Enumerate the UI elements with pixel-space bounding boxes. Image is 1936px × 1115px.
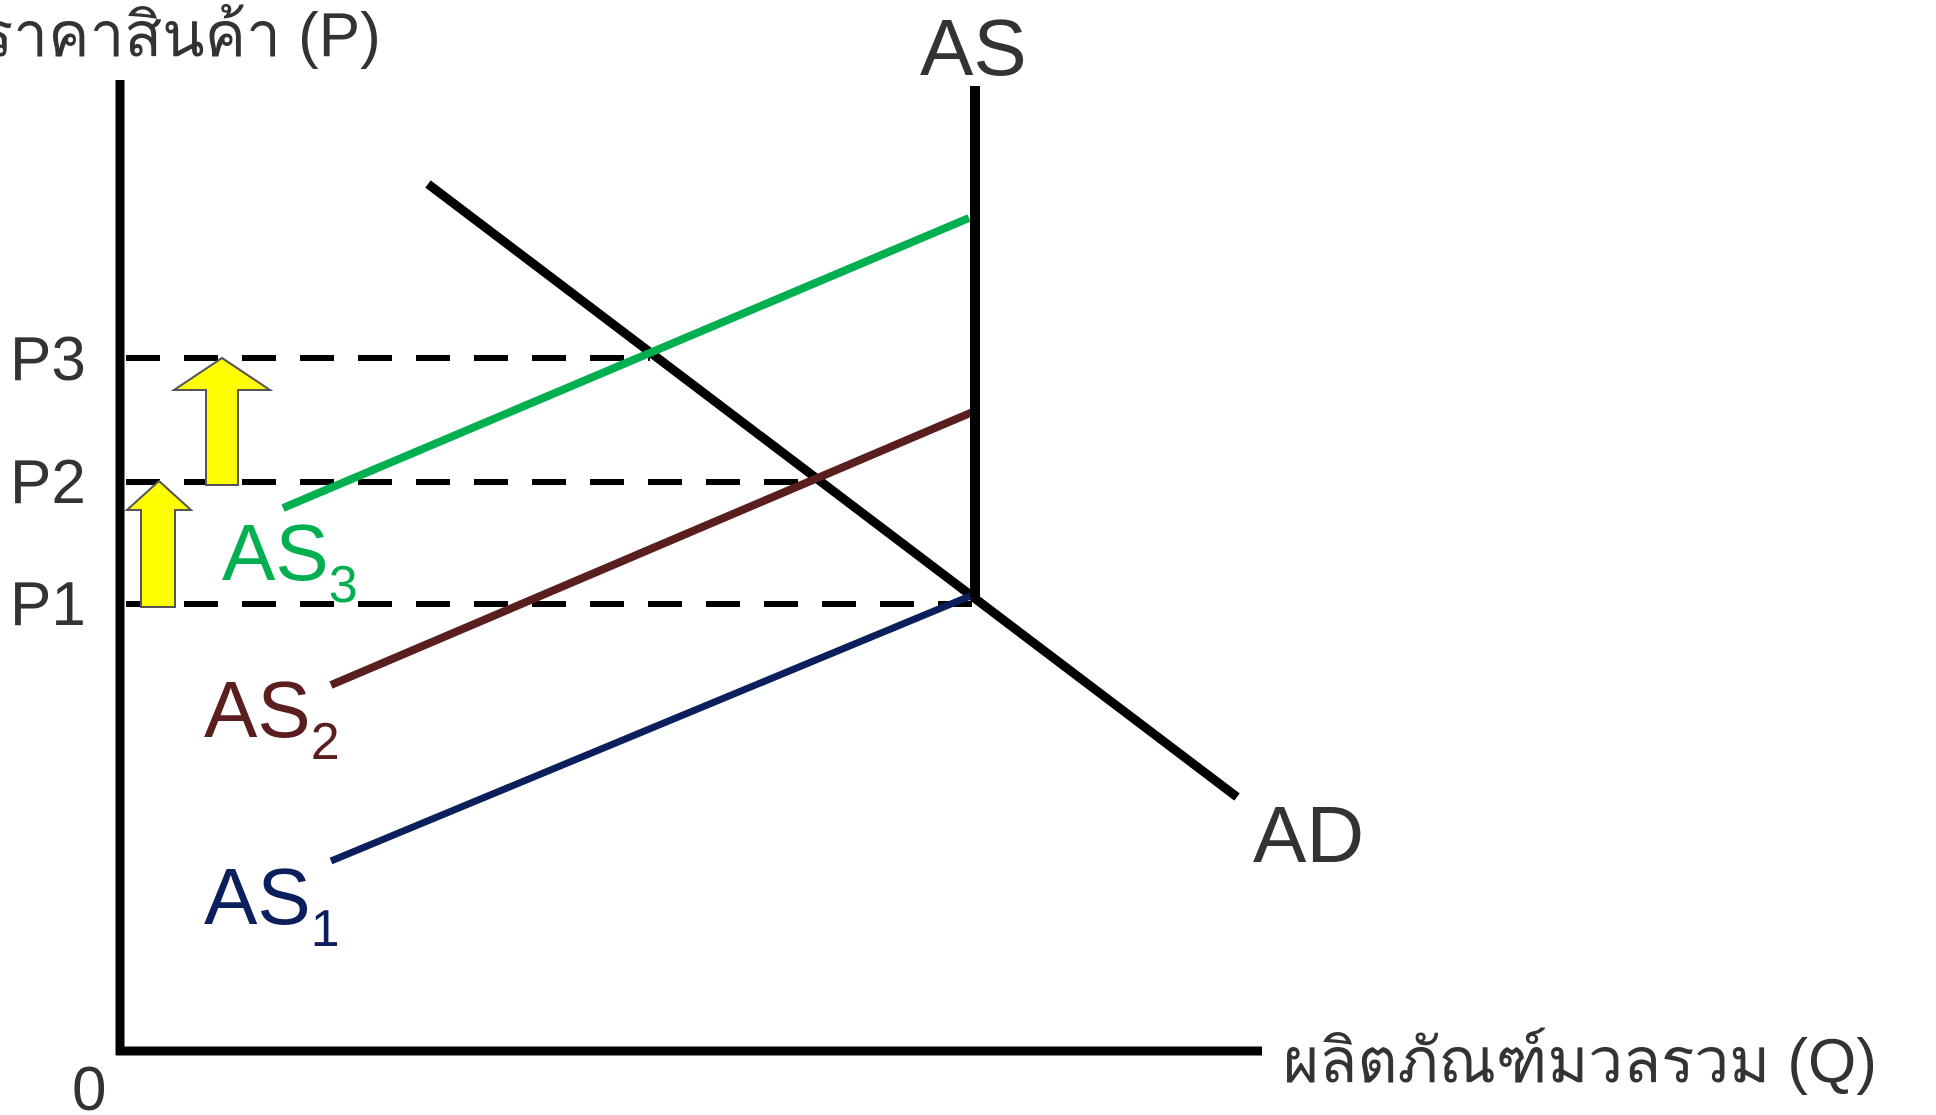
as3-label-base: AS xyxy=(222,508,329,597)
up-arrow-icon-upper xyxy=(170,356,274,486)
as1-label-sub: 1 xyxy=(311,900,340,958)
as2-label-sub: 2 xyxy=(311,713,340,771)
p1-label: P1 xyxy=(10,570,86,639)
origin-label: 0 xyxy=(72,1055,106,1115)
as3-curve xyxy=(281,214,971,512)
ad-curve xyxy=(425,180,1240,801)
as3-label-sub: 3 xyxy=(329,556,358,614)
as1-label: AS1 xyxy=(204,852,340,958)
p3-label: P3 xyxy=(10,325,86,394)
as2-label: AS2 xyxy=(204,665,340,771)
as-vertical-label: AS xyxy=(920,3,1027,92)
as3-label: AS3 xyxy=(222,508,358,614)
p2-label: P2 xyxy=(10,448,86,517)
up-arrow-icon-lower xyxy=(124,479,194,608)
as2-curve xyxy=(329,407,977,689)
as2-label-base: AS xyxy=(204,665,311,754)
y-axis-title: ราคาสินค้า (P) xyxy=(0,1,381,70)
as1-curve xyxy=(329,590,977,865)
x-axis-title: ผลิตภัณฑ์มวลรวม (Q) xyxy=(1283,1027,1877,1096)
ad-label: AD xyxy=(1253,790,1364,879)
as1-label-base: AS xyxy=(204,852,311,941)
